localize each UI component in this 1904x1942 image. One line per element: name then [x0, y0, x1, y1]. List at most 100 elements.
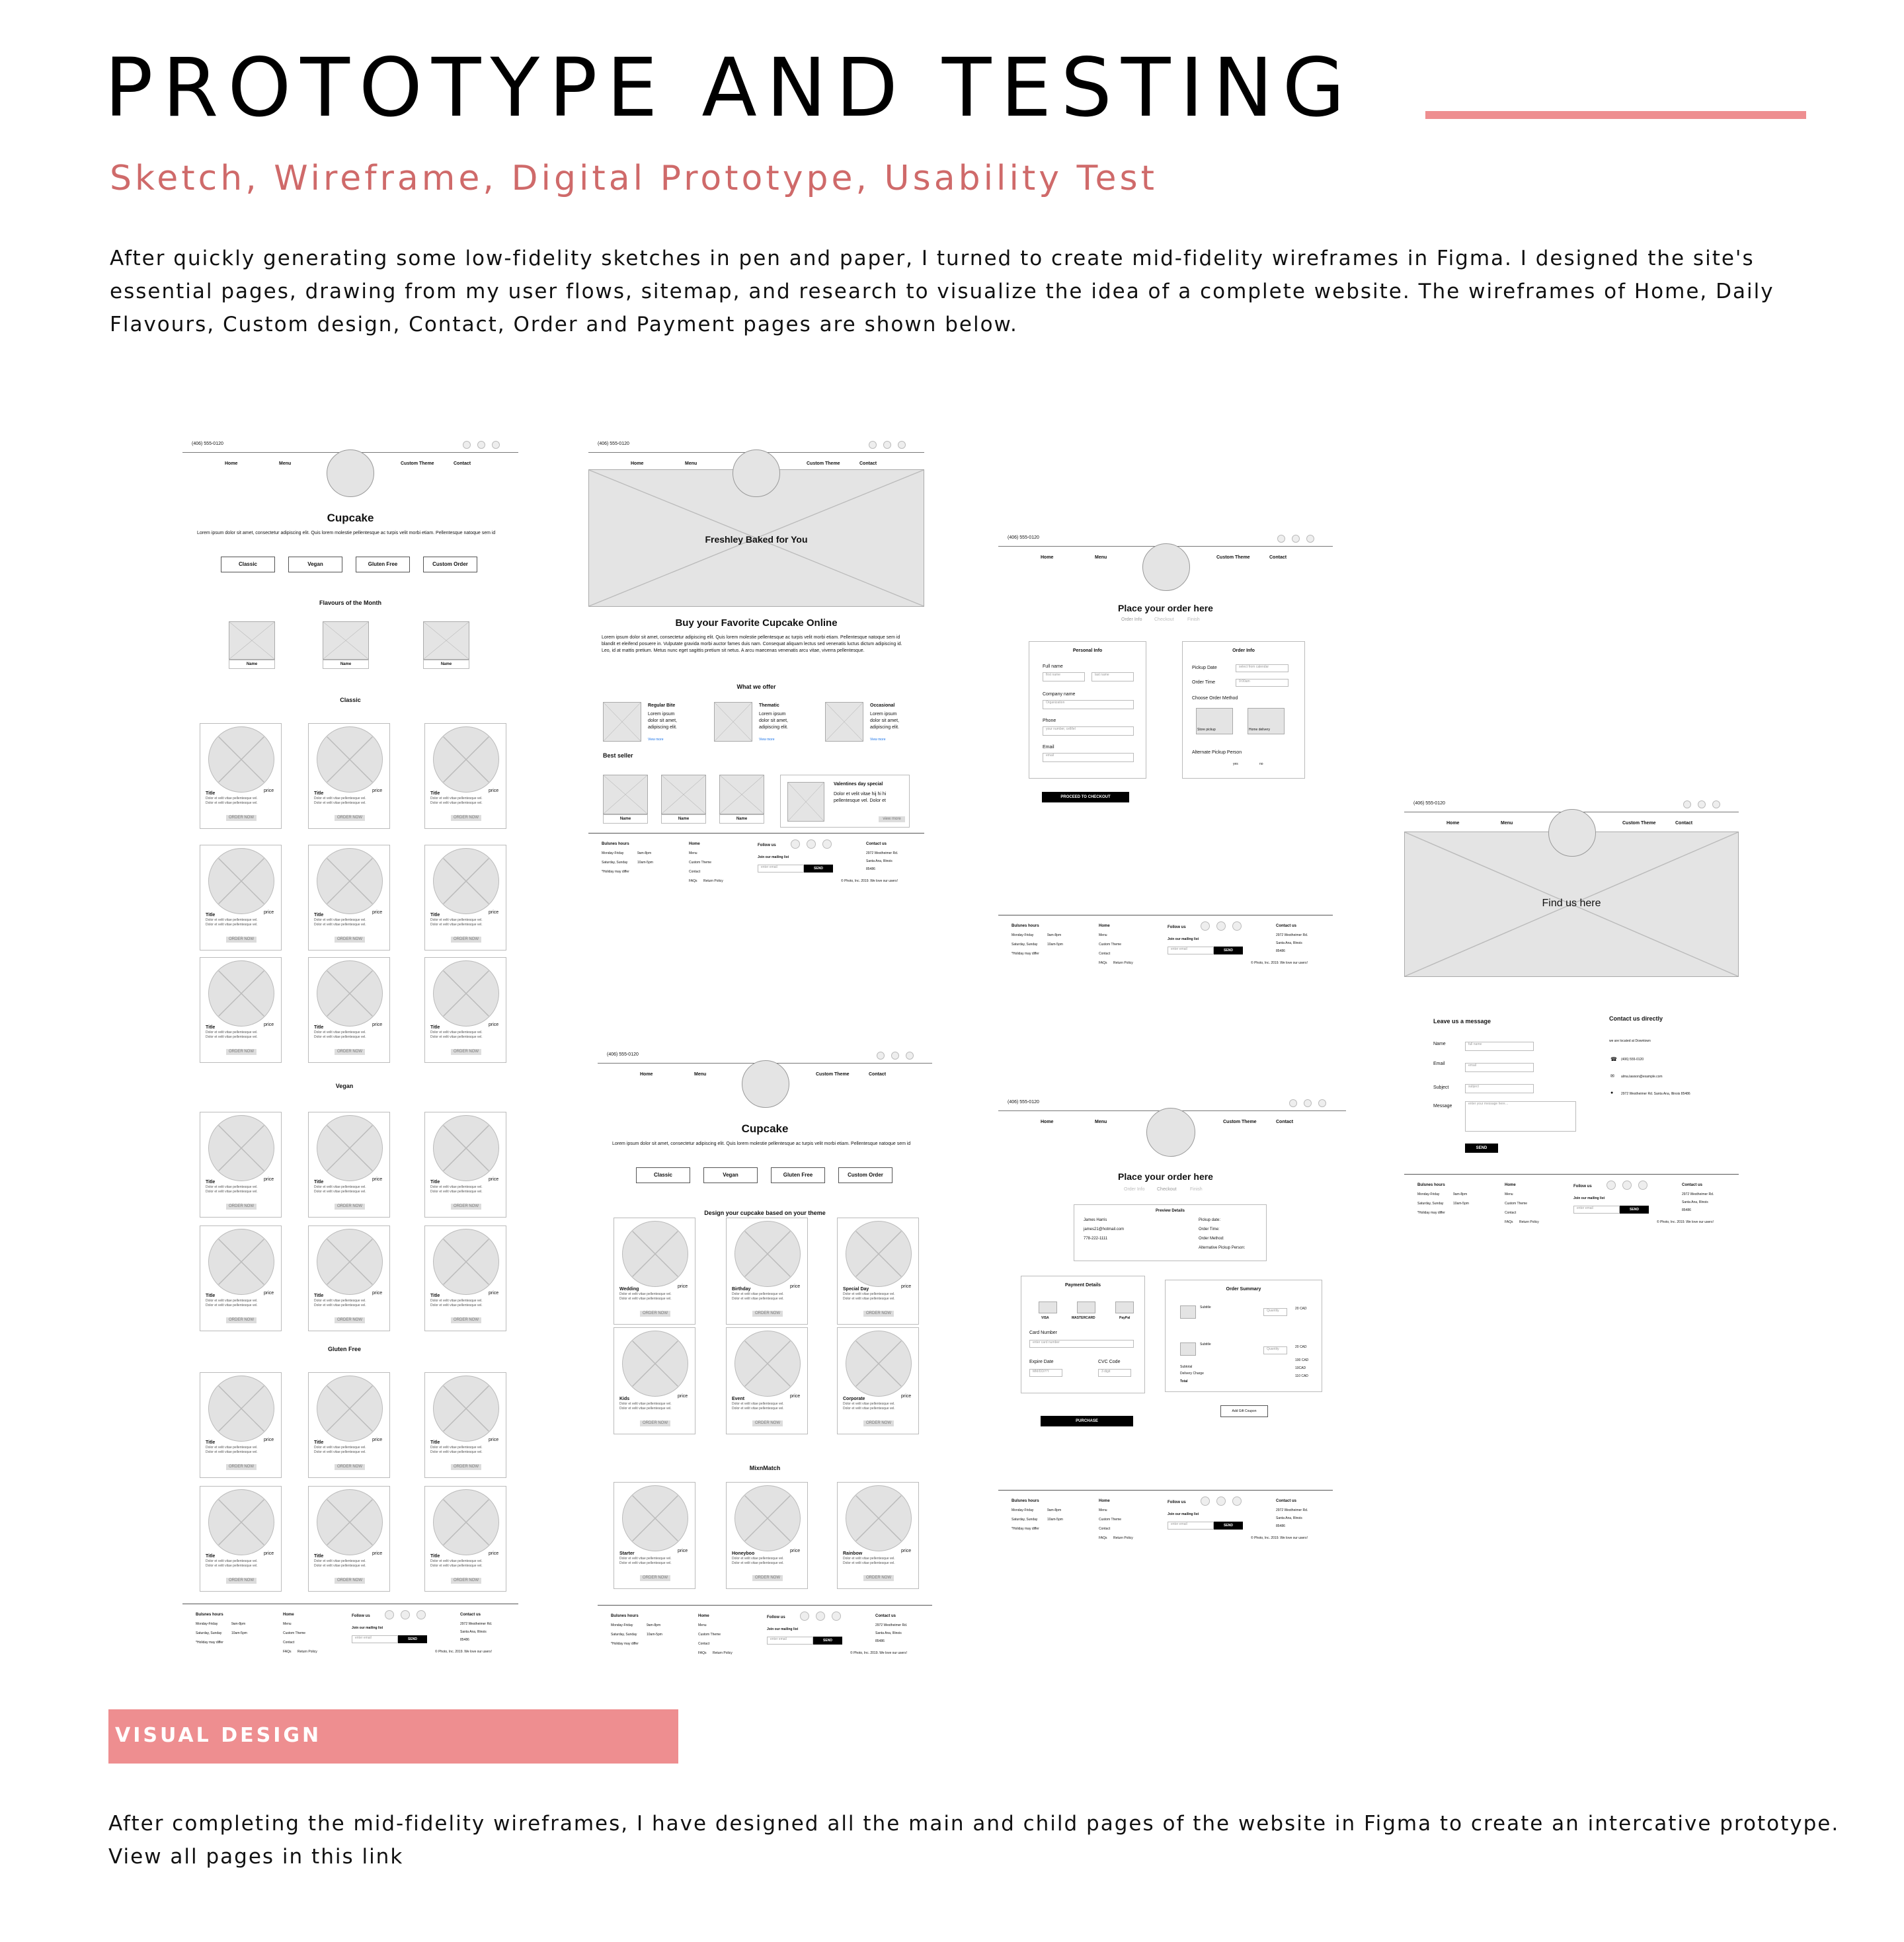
- footer-text: 9am-8pm: [637, 851, 652, 855]
- price: 20 CAD: [1295, 1307, 1307, 1311]
- footer-text: © Photo, Inc. 2019. We love our users!: [1251, 1536, 1308, 1540]
- footer-link: FAQs: [1505, 1220, 1513, 1224]
- wf-nav-custom: Custom Theme: [1622, 821, 1656, 826]
- product-card: Title price Dolor et velit vitae pellent…: [424, 723, 506, 829]
- product-price: price: [372, 1551, 383, 1556]
- product-image: [208, 1229, 274, 1295]
- footer-email-input: enter email: [1168, 947, 1214, 954]
- leave-message-title: Leave us a message: [1433, 1018, 1491, 1025]
- input: 3 digit: [1098, 1369, 1131, 1377]
- label: MASTERCARD: [1072, 1316, 1095, 1320]
- product-desc: Dolor et velit vitae pellentesque vel.: [206, 1446, 258, 1450]
- best-name: Name: [719, 814, 764, 824]
- product-image: [846, 1485, 912, 1551]
- product-price: price: [264, 1438, 274, 1442]
- footer-text: 10am-5pm: [1047, 1518, 1063, 1522]
- social-icon: [1216, 921, 1226, 931]
- intro-paragraph: After quickly generating some low-fideli…: [110, 247, 1774, 336]
- wf-phone: (406) 555-0120: [598, 442, 629, 446]
- best-image: [661, 775, 706, 814]
- social-icon: [401, 1610, 410, 1619]
- order-now-button: ORDER NOW: [640, 1311, 670, 1317]
- payment-box: Payment Details VISA MASTERCARD PayPal C…: [1021, 1276, 1145, 1393]
- product-desc: Dolor et velit vitae pellentesque vel.: [430, 796, 483, 800]
- value: 10CAD: [1295, 1366, 1306, 1370]
- product-card: Title price Dolor et velit vitae pellent…: [200, 1225, 282, 1331]
- order-title: Place your order here: [1118, 1171, 1213, 1182]
- order-now-button: ORDER NOW: [226, 1317, 257, 1323]
- product-price: price: [372, 1438, 383, 1442]
- footer-email-input: enter email: [352, 1635, 398, 1643]
- footer-text: © Photo, Inc. 2019. We love our users!: [1251, 961, 1308, 965]
- wireframe-contact: (406) 555-0120 Home Menu Custom Theme Co…: [1404, 797, 1739, 1235]
- footer-text: 85486: [866, 867, 875, 871]
- label: Home delivery: [1249, 728, 1270, 732]
- footer-link: Menu: [1505, 1192, 1513, 1196]
- wf-phone: (406) 555-0120: [1008, 1100, 1039, 1105]
- wireframe-custom: (406) 555-0120 Home Menu Custom Theme Co…: [598, 1048, 932, 1659]
- product-image: [317, 848, 383, 914]
- product-image: [208, 726, 274, 793]
- footer-text: *Holiday may differ: [1012, 952, 1039, 956]
- product-desc: Dolor et velit vitae pellentesque vel.: [430, 801, 483, 805]
- product-image: [208, 1376, 274, 1442]
- product-price: price: [264, 910, 274, 915]
- wf-phone: (406) 555-0120: [192, 442, 223, 446]
- product-title: Rainbow: [843, 1551, 863, 1556]
- footer-heading: Bulsnes hours: [1012, 1499, 1039, 1503]
- input: your number, cell/tel: [1043, 726, 1134, 736]
- wf-flavours-title: Flavours of the Month: [319, 600, 381, 606]
- product-title: Title: [430, 1180, 440, 1185]
- footer-text: Saturday, Sunday: [1417, 1202, 1444, 1206]
- product-title: Title: [430, 1025, 440, 1030]
- product-title: Wedding: [619, 1287, 639, 1292]
- product-price: price: [264, 1023, 274, 1027]
- footer-text: 2972 Westheimer Rd.: [1682, 1192, 1714, 1196]
- wf-nav-custom: Custom Theme: [401, 461, 434, 466]
- footer-link: Return Policy: [1113, 1536, 1133, 1540]
- wireframe-order: (406) 555-0120 Home Menu Custom Theme Co…: [998, 531, 1333, 970]
- social-icon: [1306, 535, 1314, 543]
- footer-heading: Home: [1099, 1499, 1110, 1503]
- input: MM/DD/YY: [1029, 1369, 1062, 1377]
- wf-nav-contact: Contact: [454, 461, 471, 466]
- label: Alternate Pickup Person: [1192, 750, 1242, 755]
- footer-link: Custom Theme: [1505, 1202, 1528, 1206]
- mail-icon: ✉: [1610, 1074, 1614, 1079]
- product-desc: Dolor et velit vitae pellentesque vel.: [314, 923, 366, 927]
- footer-send-button: SEND: [1214, 1522, 1243, 1530]
- product-image: [317, 960, 383, 1027]
- flavour-image: [423, 621, 469, 660]
- product-card: Title price Dolor et velit vitae pellent…: [424, 957, 506, 1063]
- product-card: Title price Dolor et velit vitae pellent…: [424, 1112, 506, 1218]
- tab-gluten-free: Gluten Free: [771, 1167, 825, 1183]
- footer-heading: Follow us: [758, 843, 776, 847]
- label: Subtitle: [1200, 1305, 1211, 1309]
- product-card: Title price Dolor et velit vitae pellent…: [200, 723, 282, 829]
- view-pages-link[interactable]: View all pages in this link: [108, 1845, 404, 1869]
- product-card: Title price Dolor et velit vitae pellent…: [424, 1225, 506, 1331]
- footer-heading: Contact us: [1276, 924, 1297, 928]
- label: PayPal: [1119, 1316, 1130, 1320]
- product-title: Title: [206, 913, 216, 917]
- product-desc: Dolor et velit vitae pellentesque vel.: [314, 1185, 366, 1189]
- product-desc: Dolor et velit vitae pellentesque vel.: [206, 801, 258, 805]
- best-seller-title: Best seller: [603, 752, 633, 759]
- footer-text: Saturday, Sunday: [1012, 943, 1038, 947]
- footer-text: *Holiday may differ: [196, 1641, 223, 1645]
- product-title: Special Day: [843, 1287, 869, 1292]
- footer-text: Join our mailing list: [767, 1627, 799, 1631]
- input: first name: [1043, 672, 1085, 681]
- product-card: Special Day price Dolor et velit vitae p…: [837, 1218, 919, 1325]
- wf-nav-menu: Menu: [1095, 555, 1107, 560]
- product-card: Birthday price Dolor et velit vitae pell…: [726, 1218, 808, 1325]
- label: Phone: [1043, 719, 1056, 723]
- input: Quantity: [1263, 1346, 1287, 1354]
- home-title: Buy your Favorite Cupcake Online: [675, 617, 838, 629]
- product-card: Title price Dolor et velit vitae pellent…: [308, 845, 390, 951]
- wf-page-title: Cupcake: [327, 512, 374, 524]
- offer-link: View more: [759, 738, 775, 742]
- footer-text: *Holiday may differ: [1417, 1211, 1445, 1215]
- product-card: Title price Dolor et velit vitae pellent…: [308, 1112, 390, 1218]
- product-card: Title price Dolor et velit vitae pellent…: [308, 1486, 390, 1592]
